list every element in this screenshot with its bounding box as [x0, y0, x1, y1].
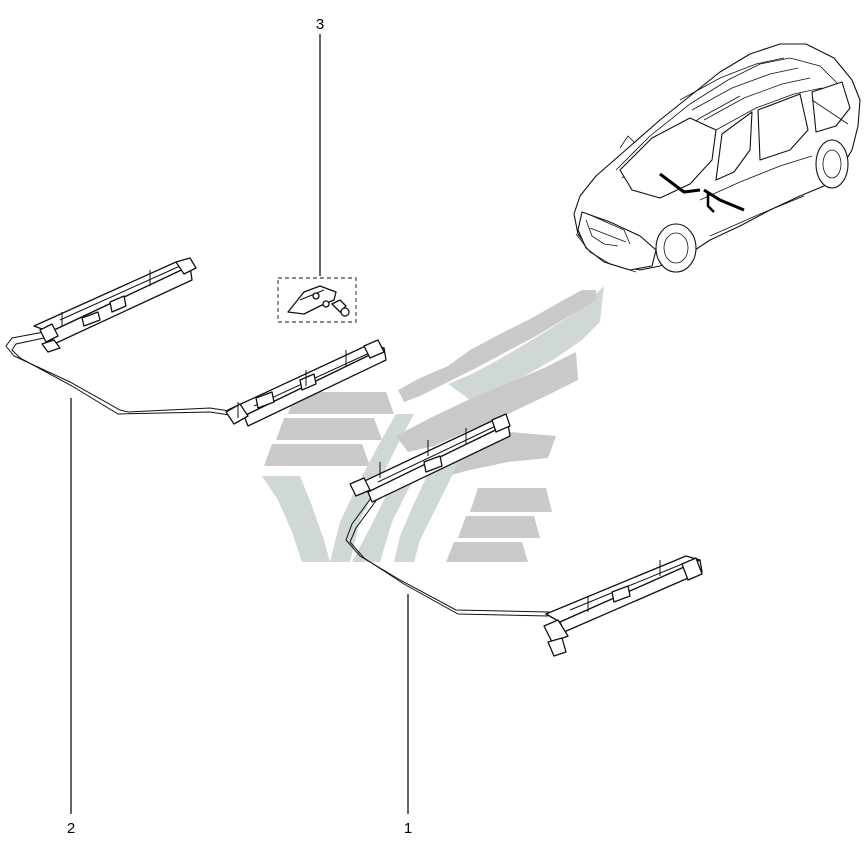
part-2-seat-rail-assembly: [5, 257, 387, 427]
car-illustration: [573, 43, 861, 273]
callout-3-label: 3: [316, 16, 324, 33]
part-3-bracket: [277, 277, 357, 323]
watermark-logo: [262, 286, 604, 562]
callout-1-label: 1: [404, 820, 412, 837]
part-1-seat-rail-assembly: [345, 413, 703, 657]
callout-2-label: 2: [67, 820, 75, 837]
